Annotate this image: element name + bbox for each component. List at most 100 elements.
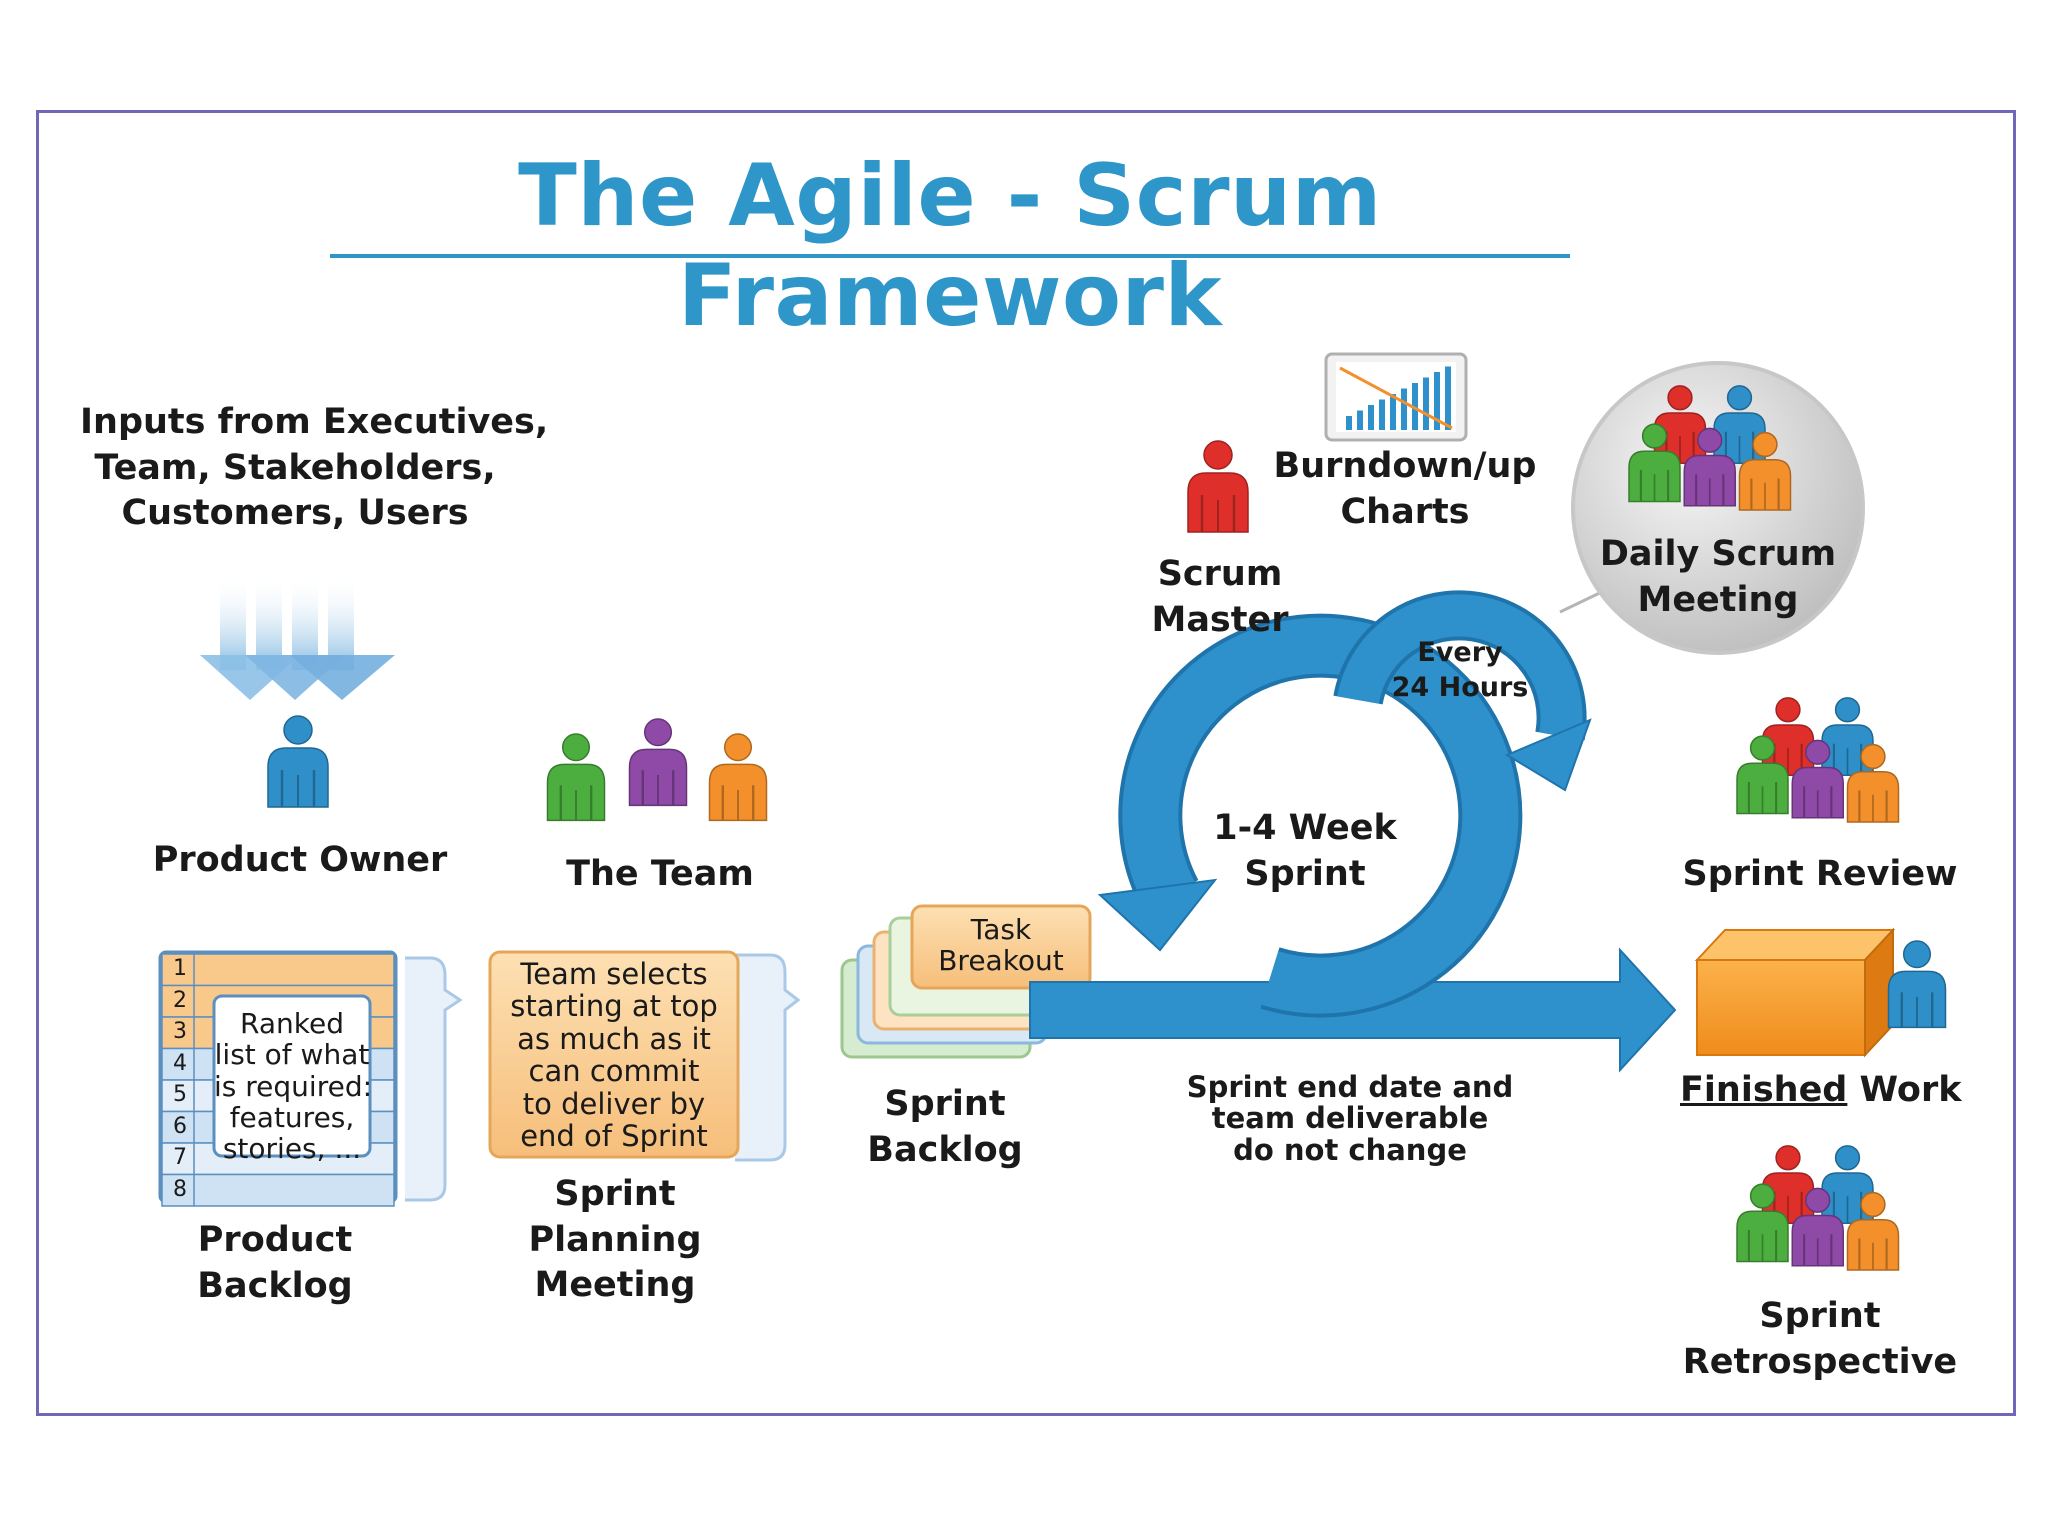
sprint-planning-note-text: Team selects starting at top as much as … xyxy=(490,958,738,1153)
burndown-bar xyxy=(1434,372,1440,430)
daily-loop-arrow xyxy=(1333,590,1592,792)
daily-scrum-label: Daily Scrum Meeting xyxy=(1578,532,1858,623)
sprint-rule-line: team deliverable xyxy=(1211,1101,1489,1136)
person-icon xyxy=(1736,735,1789,815)
person-icon xyxy=(1821,1145,1874,1224)
sprint-retro-line: Retrospective xyxy=(1682,1341,1958,1382)
burndown-bar xyxy=(1379,399,1385,430)
person-icon xyxy=(1821,697,1874,776)
sprint-planning-label-line: Meeting xyxy=(534,1265,696,1305)
product-backlog-list xyxy=(158,950,463,1207)
sprint-cycle-line: Sprint xyxy=(1244,853,1366,894)
backlog-note-line: features, xyxy=(229,1101,355,1135)
backlog-row-number: 5 xyxy=(173,1082,187,1107)
burndown-bar xyxy=(1346,416,1352,430)
backlog-row xyxy=(161,953,395,987)
person-icon xyxy=(1846,743,1900,823)
inputs-label: Inputs from Executives, Team, Stakeholde… xyxy=(80,400,549,537)
person-icon xyxy=(1761,1145,1815,1224)
finished-work-label: Finished Work xyxy=(1680,1068,1962,1114)
backlog-note-line: list of what xyxy=(214,1038,370,1072)
product-backlog-note: Ranked list of what is required: feature… xyxy=(214,1007,373,1165)
finished-word: Finished xyxy=(1680,1070,1848,1110)
the-team-label: The Team xyxy=(566,854,754,894)
task-breakout-text: Task Breakout xyxy=(912,914,1090,977)
product-backlog-label: Product Backlog xyxy=(155,1218,395,1309)
backlog-row xyxy=(161,1173,395,1207)
daily-scrum-people-icon xyxy=(1628,385,1792,511)
person-icon xyxy=(1761,697,1815,776)
burndown-bar xyxy=(1390,394,1396,430)
sprint-backlog-label-line: Sprint xyxy=(884,1084,1006,1124)
person-icon xyxy=(1736,1183,1789,1263)
daily-cycle-line: 24 Hours xyxy=(1391,672,1529,704)
person-icon xyxy=(1846,1191,1900,1271)
daily-scrum-line: Daily Scrum xyxy=(1599,534,1837,574)
burndown-bar xyxy=(1357,410,1363,430)
backlog-row-number: 1 xyxy=(173,956,187,981)
team-member-icon xyxy=(546,733,606,822)
product-owner-icon xyxy=(267,715,329,808)
sprint-loop-arrow xyxy=(1097,613,1523,1018)
burndown-label: Burndown/up Charts xyxy=(1270,444,1540,535)
sprint-rule-line: Sprint end date and xyxy=(1186,1070,1514,1104)
inputs-line: Inputs from Executives, xyxy=(80,402,549,442)
sprint-planning-label-line: Planning xyxy=(528,1219,702,1260)
sprint-cycle-label: 1-4 Week Sprint xyxy=(1185,806,1425,897)
burndown-bar xyxy=(1401,388,1407,430)
planning-note-line: as much as it xyxy=(517,1021,711,1056)
planning-note-line: to deliver by xyxy=(522,1086,706,1121)
person-icon xyxy=(1628,423,1681,503)
task-breakout-line: Breakout xyxy=(938,944,1064,978)
page-title: The Agile - Scrum Framework xyxy=(518,146,1382,346)
inputs-line: Team, Stakeholders, xyxy=(94,447,496,488)
scrum-master-line: Master xyxy=(1151,599,1289,640)
burndown-bar xyxy=(1423,377,1429,430)
person-icon xyxy=(1713,385,1766,464)
sprint-retro-line: Sprint xyxy=(1759,1296,1881,1336)
sprint-backlog-stack xyxy=(840,904,1092,1059)
inputs-arrows-icon xyxy=(200,575,395,700)
backlog-row-number: 3 xyxy=(173,1019,187,1044)
sprint-backlog-label: Sprint Backlog xyxy=(835,1082,1055,1173)
burndown-line: Charts xyxy=(1340,491,1470,532)
sprint-rule-line: do not change xyxy=(1233,1132,1467,1167)
product-owner-label: Product Owner xyxy=(152,840,448,880)
finished-work-box-icon xyxy=(1694,927,1896,1058)
backlog-row-number: 7 xyxy=(173,1145,187,1170)
inputs-line: Customers, Users xyxy=(121,493,469,533)
backlog-row-number: 8 xyxy=(173,1176,187,1202)
product-backlog-label-line: Product xyxy=(197,1220,353,1260)
scrum-master-line: Scrum xyxy=(1157,554,1283,594)
person-icon xyxy=(1791,1187,1844,1267)
task-breakout-line: Task xyxy=(970,913,1032,946)
daily-cycle-label: Every 24 Hours xyxy=(1370,635,1550,705)
finished-work-person-icon xyxy=(1887,940,1947,1029)
burndown-bar xyxy=(1368,405,1374,430)
team-member-icon xyxy=(628,718,688,807)
sprint-backlog-label-line: Backlog xyxy=(867,1129,1023,1170)
product-backlog-label-line: Backlog xyxy=(197,1265,353,1306)
diagram-frame xyxy=(36,110,2016,1416)
title-underline xyxy=(330,254,1570,258)
person-icon xyxy=(1738,431,1792,511)
sprint-review-people-icon xyxy=(1736,697,1900,823)
backlog-note-line: Ranked xyxy=(240,1007,344,1040)
burndown-line: Burndown/up xyxy=(1273,446,1537,486)
sprint-planning-label: Sprint Planning Meeting xyxy=(485,1172,745,1309)
backlog-row-number: 2 xyxy=(173,987,187,1013)
scrum-master-label: Scrum Master xyxy=(1130,552,1310,643)
backlog-note-line: is required: xyxy=(214,1069,373,1103)
sprint-planning-note xyxy=(488,950,801,1162)
burndown-chart-icon xyxy=(1324,352,1468,442)
planning-note-line: can commit xyxy=(528,1054,700,1089)
sprint-planning-label-line: Sprint xyxy=(554,1174,676,1214)
sprint-cycle-line: 1-4 Week xyxy=(1213,808,1397,848)
scrum-master-icon xyxy=(1187,440,1249,533)
planning-note-line: Team selects xyxy=(520,957,708,991)
daily-scrum-line: Meeting xyxy=(1637,579,1799,620)
team-member-icon xyxy=(708,733,768,822)
person-icon xyxy=(1683,427,1736,507)
